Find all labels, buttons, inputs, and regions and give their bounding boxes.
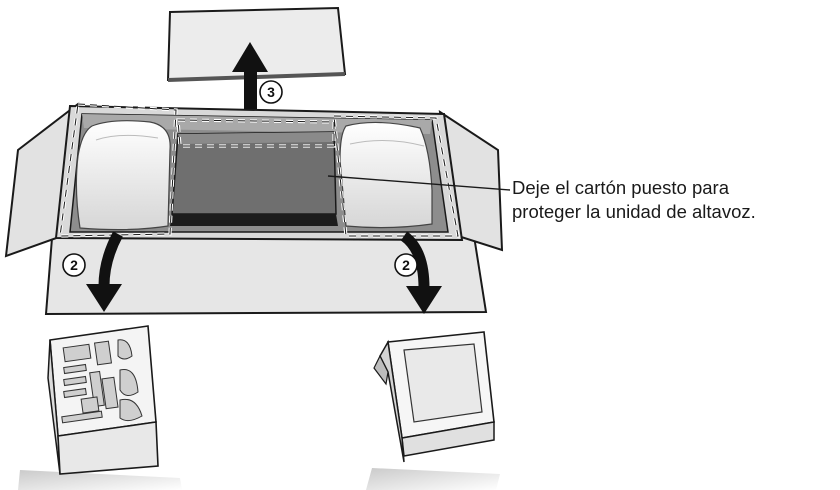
- step-2-left-badge: 2: [62, 253, 86, 277]
- caption-line-1: Deje el cartón puesto para: [512, 177, 729, 198]
- step-3-badge: 3: [259, 80, 283, 104]
- step-2-left-arrow: [86, 231, 123, 312]
- left-foam-insert: [75, 120, 171, 231]
- step-2-left-number: 2: [70, 257, 78, 273]
- step-2-right-arrow: [400, 231, 442, 314]
- step-2-right-badge: 2: [394, 253, 418, 277]
- caption-leader-line: [327, 175, 511, 191]
- step-2-right-number: 2: [402, 257, 410, 273]
- right-foam-insert: [339, 121, 433, 229]
- caption-line-2: proteger la unidad de altavoz.: [512, 201, 756, 222]
- removed-left-foam-tray: [18, 325, 182, 490]
- step-3-number: 3: [267, 84, 275, 100]
- removed-right-foam-insert: [366, 331, 500, 490]
- speaker-unit-cardboard: [170, 131, 338, 226]
- caption: Deje el cartón puesto para proteger la u…: [512, 176, 834, 224]
